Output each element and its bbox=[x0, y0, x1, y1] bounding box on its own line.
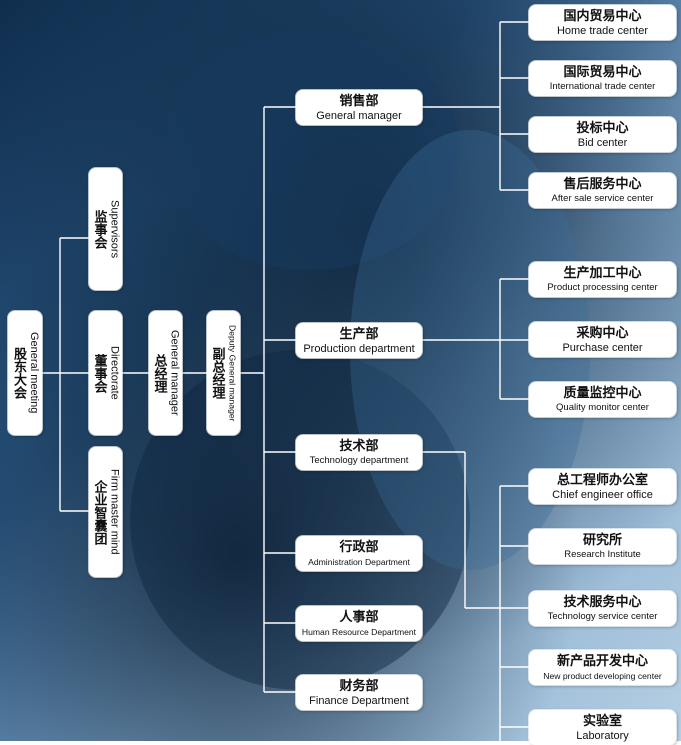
dept-administration-en: Administration Department bbox=[308, 556, 410, 567]
center-after-sale-box: 售后服务中心 After sale service center bbox=[529, 173, 676, 208]
center-home-trade-cn: 国内贸易中心 bbox=[563, 8, 642, 24]
deputy-general-manager-cn: 副总经理 bbox=[209, 347, 225, 399]
center-product-processing-en: Product processing center bbox=[547, 281, 658, 293]
unit-new-product-developing-box: 新产品开发中心 New product developing center bbox=[529, 650, 676, 685]
center-product-processing-box: 生产加工中心 Product processing center bbox=[529, 262, 676, 297]
unit-laboratory-box: 实验室 Laboratory bbox=[529, 710, 676, 745]
dept-technology-box: 技术部 Technology department bbox=[296, 435, 422, 470]
dept-administration-cn: 行政部 bbox=[339, 539, 379, 555]
dept-human-resource-box: 人事部 Human Resource Department bbox=[296, 606, 422, 641]
dept-administration-box: 行政部 Administration Department bbox=[296, 536, 422, 571]
directorate-en: Directorate bbox=[108, 346, 121, 400]
dept-sales-box: 销售部 General manager bbox=[296, 90, 422, 125]
center-bid-box: 投标中心 Bid center bbox=[529, 117, 676, 152]
unit-technology-service-cn: 技术服务中心 bbox=[563, 594, 642, 610]
dept-finance-cn: 财务部 bbox=[339, 678, 379, 694]
general-manager-en: General manager bbox=[168, 330, 181, 416]
unit-laboratory-cn: 实验室 bbox=[582, 713, 622, 729]
center-bid-en: Bid center bbox=[577, 136, 628, 149]
dept-production-cn: 生产部 bbox=[339, 326, 379, 342]
unit-chief-engineer-office-en: Chief engineer office bbox=[552, 488, 653, 501]
center-international-trade-en: International trade center bbox=[549, 80, 656, 92]
general-meeting-cn: 股东大会 bbox=[11, 347, 26, 399]
deputy-general-manager-en: Deputy General manager bbox=[227, 324, 238, 422]
general-manager-cn: 总经理 bbox=[151, 353, 167, 393]
center-product-processing-cn: 生产加工中心 bbox=[563, 265, 642, 281]
dept-sales-cn: 销售部 bbox=[339, 93, 379, 109]
unit-technology-service-box: 技术服务中心 Technology service center bbox=[529, 591, 676, 626]
unit-research-institute-cn: 研究所 bbox=[582, 532, 622, 548]
unit-new-product-developing-en: New product developing center bbox=[543, 670, 662, 681]
general-manager-box: 总经理 General manager bbox=[149, 311, 182, 435]
unit-technology-service-en: Technology service center bbox=[547, 610, 658, 622]
deputy-general-manager-box: 副总经理 Deputy General manager bbox=[207, 311, 240, 435]
unit-chief-engineer-office-box: 总工程师办公室 Chief engineer office bbox=[529, 469, 676, 504]
dept-production-en: Production department bbox=[303, 342, 415, 355]
dept-human-resource-en: Human Resource Department bbox=[301, 626, 417, 637]
center-quality-monitor-box: 质量监控中心 Quality monitor center bbox=[529, 382, 676, 417]
directorate-box: 董事会 Directorate bbox=[89, 311, 122, 435]
center-international-trade-cn: 国际贸易中心 bbox=[563, 64, 642, 80]
center-purchase-en: Purchase center bbox=[562, 341, 643, 354]
unit-chief-engineer-office-cn: 总工程师办公室 bbox=[556, 472, 648, 488]
general-meeting-en: General meeting bbox=[28, 332, 40, 414]
center-home-trade-box: 国内贸易中心 Home trade center bbox=[529, 5, 676, 40]
dept-technology-en: Technology department bbox=[309, 454, 409, 466]
directorate-cn: 董事会 bbox=[91, 353, 107, 393]
unit-research-institute-box: 研究所 Research Institute bbox=[529, 529, 676, 564]
unit-research-institute-en: Research Institute bbox=[564, 548, 641, 560]
center-quality-monitor-en: Quality monitor center bbox=[556, 401, 649, 413]
firm-master-mind-en: Firm master mind bbox=[108, 469, 121, 555]
center-after-sale-en: After sale service center bbox=[551, 192, 654, 204]
firm-master-mind-box: 企业智囊团 Firm master mind bbox=[89, 447, 122, 577]
center-international-trade-box: 国际贸易中心 International trade center bbox=[529, 61, 676, 96]
center-after-sale-cn: 售后服务中心 bbox=[563, 176, 642, 192]
supervisors-en: Supervisors bbox=[108, 199, 121, 259]
center-purchase-cn: 采购中心 bbox=[576, 325, 629, 341]
center-quality-monitor-cn: 质量监控中心 bbox=[563, 385, 642, 401]
center-home-trade-en: Home trade center bbox=[556, 24, 649, 37]
dept-finance-en: Finance Department bbox=[309, 694, 409, 707]
supervisors-box: 监事会 Supervisors bbox=[89, 168, 122, 290]
dept-sales-en: General manager bbox=[316, 109, 402, 122]
unit-new-product-developing-cn: 新产品开发中心 bbox=[556, 653, 648, 669]
supervisors-cn: 监事会 bbox=[91, 209, 107, 249]
center-purchase-box: 采购中心 Purchase center bbox=[529, 322, 676, 357]
dept-human-resource-cn: 人事部 bbox=[339, 609, 379, 625]
general-meeting-box: 股东大会 General meeting bbox=[8, 311, 42, 435]
unit-laboratory-en: Laboratory bbox=[576, 729, 629, 742]
dept-finance-box: 财务部 Finance Department bbox=[296, 675, 422, 710]
center-bid-cn: 投标中心 bbox=[576, 120, 629, 136]
dept-technology-cn: 技术部 bbox=[339, 438, 379, 454]
dept-production-box: 生产部 Production department bbox=[296, 323, 422, 358]
firm-master-mind-cn: 企业智囊团 bbox=[91, 479, 107, 545]
